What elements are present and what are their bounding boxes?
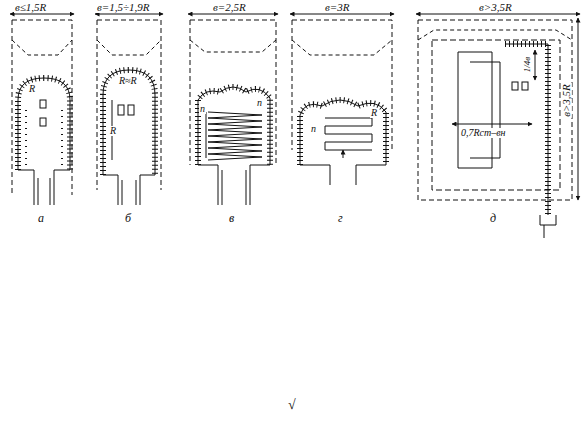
width-dimension: в≤1,5R — [14, 2, 47, 13]
height-dimension: в>3,5R — [560, 83, 571, 118]
radius-label: R≈R — [118, 76, 138, 86]
panel-letter: б — [125, 212, 131, 224]
tube-label: n — [199, 104, 206, 114]
root-sign: √ — [288, 398, 296, 412]
width-dimension: в=2,5R — [212, 2, 247, 13]
tube-label: R — [109, 126, 117, 136]
spacing-dimension: 1/4в — [523, 55, 532, 72]
radius-label: R — [370, 108, 378, 118]
panel-letter: в — [229, 212, 234, 224]
panel-letter: г — [338, 212, 343, 224]
panel-letter: а — [38, 212, 44, 224]
coil-symbol — [208, 112, 262, 160]
width-dimension: в=1,5÷1,9R — [96, 2, 150, 13]
radius-label: R — [28, 84, 36, 94]
radius-label: n — [256, 98, 263, 108]
tube-label: n — [310, 124, 317, 134]
width-dimension: в=3R — [324, 2, 350, 13]
panel-letter: д — [490, 212, 496, 224]
width-dimension: в>3,5R — [478, 2, 513, 13]
spacing-dimension: 0,7Rст–вн — [460, 128, 507, 138]
